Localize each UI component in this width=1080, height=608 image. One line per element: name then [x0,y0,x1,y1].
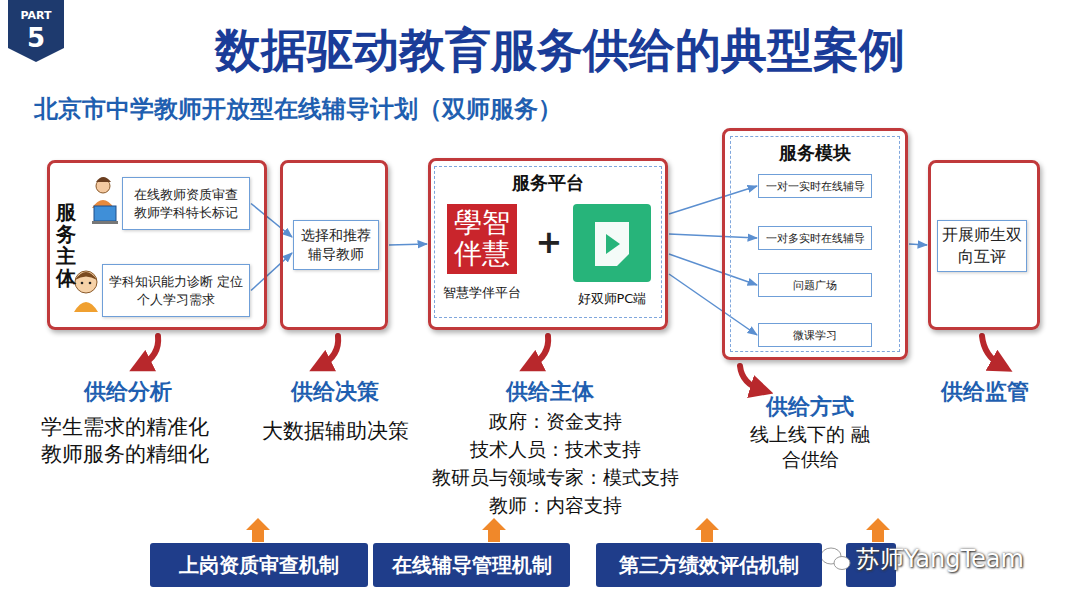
group-frame: 服务模块一对一实时在线辅导一对多实时在线辅导问题广场微课学习 [722,128,908,360]
process-box: 开展师生双向互评 [937,220,1027,272]
mechanism-bar: 第三方绩效评估机制 [596,543,822,587]
node-text: 智慧学伴平台 [443,284,521,302]
callout-heading: 供给方式 [755,393,865,421]
callout-text: 教师：内容支持 [405,494,705,518]
callout-text: 学生需求的精准化 教师服务的精细化 [30,414,220,469]
process-box: 在线教师资质审查 教师学科特长标记 [122,177,250,230]
platform-logo: 學智伴慧智慧学伴平台 [436,204,528,312]
up-arrow [482,518,506,542]
node-text: 问题广场 [793,278,837,293]
slide-title: 数据驱动教育服务供给的典型案例 [100,20,1020,82]
node-text: 选择和推荐 辅导教师 [298,226,374,264]
up-arrow [695,518,719,542]
module-box: 微课学习 [758,323,872,347]
callout-heading: 供给决策 [280,378,390,406]
module-box: 问题广场 [758,273,872,297]
node-text: 上岗资质审查机制 [179,552,339,579]
node-text: 服务主体 [56,201,76,289]
module-box: 一对一实时在线辅导 [758,174,872,198]
platform-logo: 好双师PC端 [566,204,658,312]
module-panel: 服务模块一对一实时在线辅导一对多实时在线辅导问题广场微课学习 [730,136,900,352]
node-text: 第三方绩效评估机制 [619,552,799,579]
node-text: 服务平台 [512,171,584,195]
process-box: 学科知识能力诊断 定位个人学习需求 [102,264,250,317]
part-badge [8,0,64,62]
app-logo [573,204,651,282]
module-box: 一对多实时在线辅导 [758,226,872,250]
flow-arrow [909,244,927,245]
flow-arrow [669,186,757,214]
process-box: 选择和推荐 辅导教师 [293,220,379,270]
logo-text: 學智伴慧 [447,204,517,274]
callout-text: 大数据辅助决策 [245,418,425,444]
callout-heading: 北京市中学教师开放型在线辅导计划（双师服务） [34,94,562,124]
callout-arrow [982,336,1002,366]
group-frame: 选择和推荐 辅导教师 [280,160,388,330]
flow-arrow [669,274,757,335]
teacher-icon [92,177,118,224]
callout-heading: + [532,222,566,262]
callout-heading: 供给分析 [70,378,185,406]
student-icon [74,271,98,312]
callout-heading: PART [14,9,58,23]
up-arrow [246,518,270,542]
node-text: 一对一实时在线辅导 [766,179,865,194]
flow-arrow [389,244,427,245]
callout-arrow [320,336,338,366]
callout-arrow [740,366,762,390]
up-arrow [866,518,890,542]
flow-arrow [251,204,292,238]
mechanism-bar: 上岗资质审查机制 [150,543,368,587]
flow-arrow [669,234,757,238]
actor-group: 服务主体 在线教师资质审查 教师学科特长标记学科知识能力诊断 定位个人学习需求 [47,160,267,330]
callout-arrow [140,336,158,366]
callout-text: 线上线下的 融合供给 [745,422,875,471]
callout-arrow [530,336,548,366]
callout-heading: 供给主体 [490,378,610,406]
callout-heading: 供给监管 [930,378,1040,406]
callout-text: 教研员与领域专家：模式支持 [405,466,705,490]
wechat-icon [821,548,850,570]
watermark: 苏师YangTeam [856,544,1024,574]
node-text: 服务模块 [779,141,851,165]
node-text: 一对多实时在线辅导 [766,231,865,246]
callout-text: 政府：资金支持 [405,410,705,434]
support-arrows [246,518,890,542]
node-text: 微课学习 [793,328,837,343]
group-frame: 开展师生双向互评 [928,160,1040,330]
callout-text: 技术人员：技术支持 [405,438,705,462]
flow-arrow [251,253,292,291]
node-text: 在线辅导管理机制 [392,552,552,579]
node-text: 好双师PC端 [578,290,647,308]
flow-arrow [669,254,757,285]
node-text: 在线教师资质审查 教师学科特长标记 [127,186,245,221]
node-text: 学科知识能力诊断 定位个人学习需求 [107,273,245,308]
callout-heading: 5 [14,22,58,55]
mechanism-bar: 在线辅导管理机制 [373,543,570,587]
node-text: 开展师生双向互评 [942,224,1022,267]
